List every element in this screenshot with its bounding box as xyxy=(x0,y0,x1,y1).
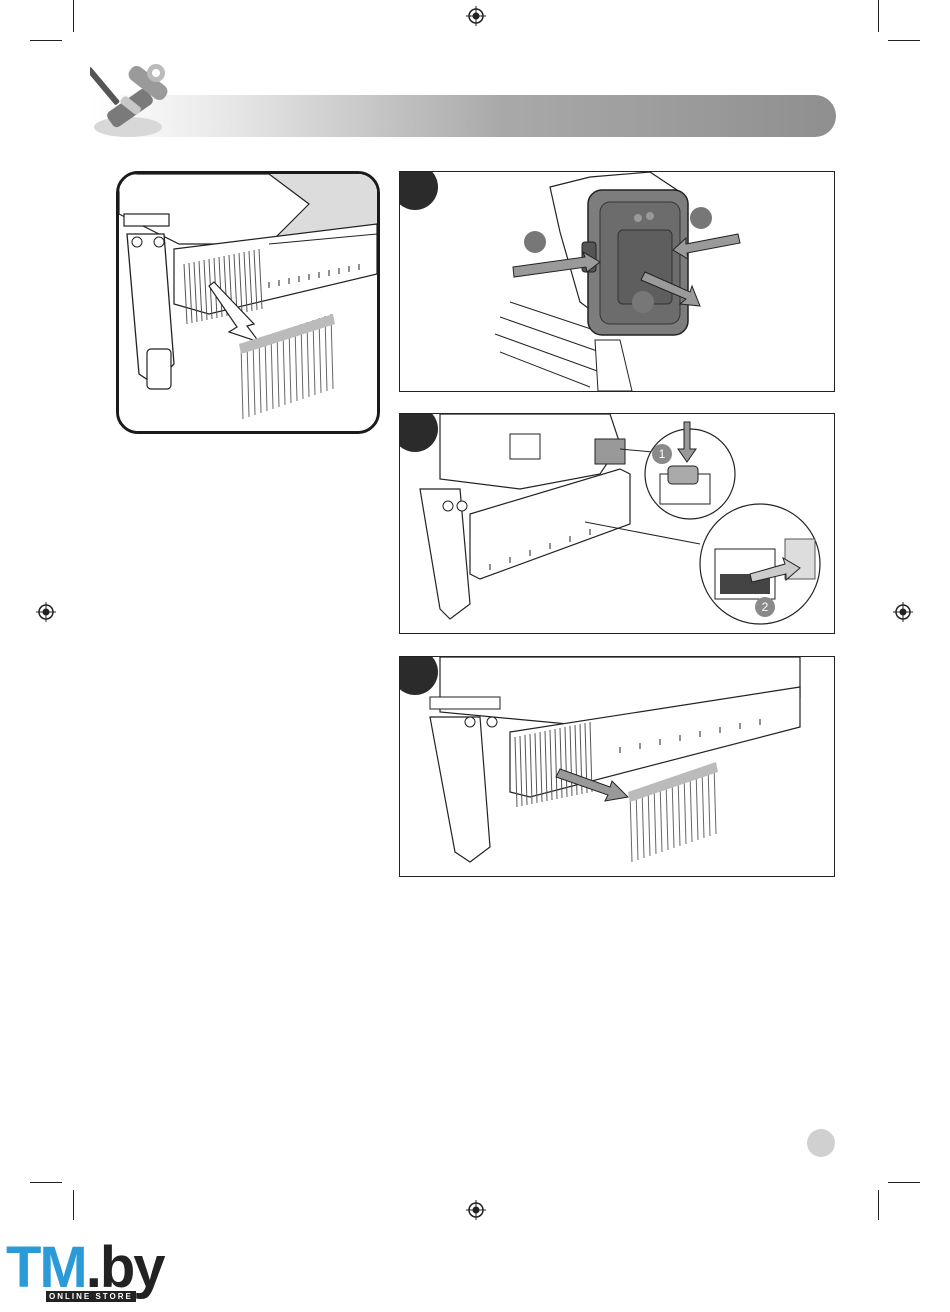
screwdriver-wrench-icon xyxy=(90,55,180,140)
crop-mark xyxy=(30,1182,62,1183)
callout-marker-2: 2 xyxy=(755,597,775,617)
step-panel-magazine-release: 1 2 xyxy=(399,413,835,634)
section-header-bar xyxy=(92,95,836,137)
step-panel-nail-removal xyxy=(399,656,835,877)
nail-strip-illustration xyxy=(116,171,380,434)
nailer-drawing xyxy=(119,174,377,431)
nail-removal-drawing xyxy=(400,657,834,876)
registration-mark-icon xyxy=(36,602,56,622)
registration-mark-icon xyxy=(466,1200,486,1220)
crop-mark xyxy=(73,1190,74,1220)
crop-mark xyxy=(30,40,62,41)
crop-mark xyxy=(878,0,879,32)
step-panel-battery-removal xyxy=(399,171,835,392)
crop-mark xyxy=(878,1190,879,1220)
crop-mark xyxy=(73,0,74,32)
battery-drawing xyxy=(400,172,834,391)
crop-mark xyxy=(888,40,920,41)
store-logo: TM.by ONLINE STORE xyxy=(6,1236,166,1306)
logo-tagline: ONLINE STORE xyxy=(46,1291,136,1302)
callout-marker-1: 1 xyxy=(652,444,672,464)
page-number-badge xyxy=(807,1129,835,1157)
crop-mark xyxy=(888,1182,920,1183)
registration-mark-icon xyxy=(893,602,913,622)
registration-mark-icon xyxy=(466,6,486,26)
